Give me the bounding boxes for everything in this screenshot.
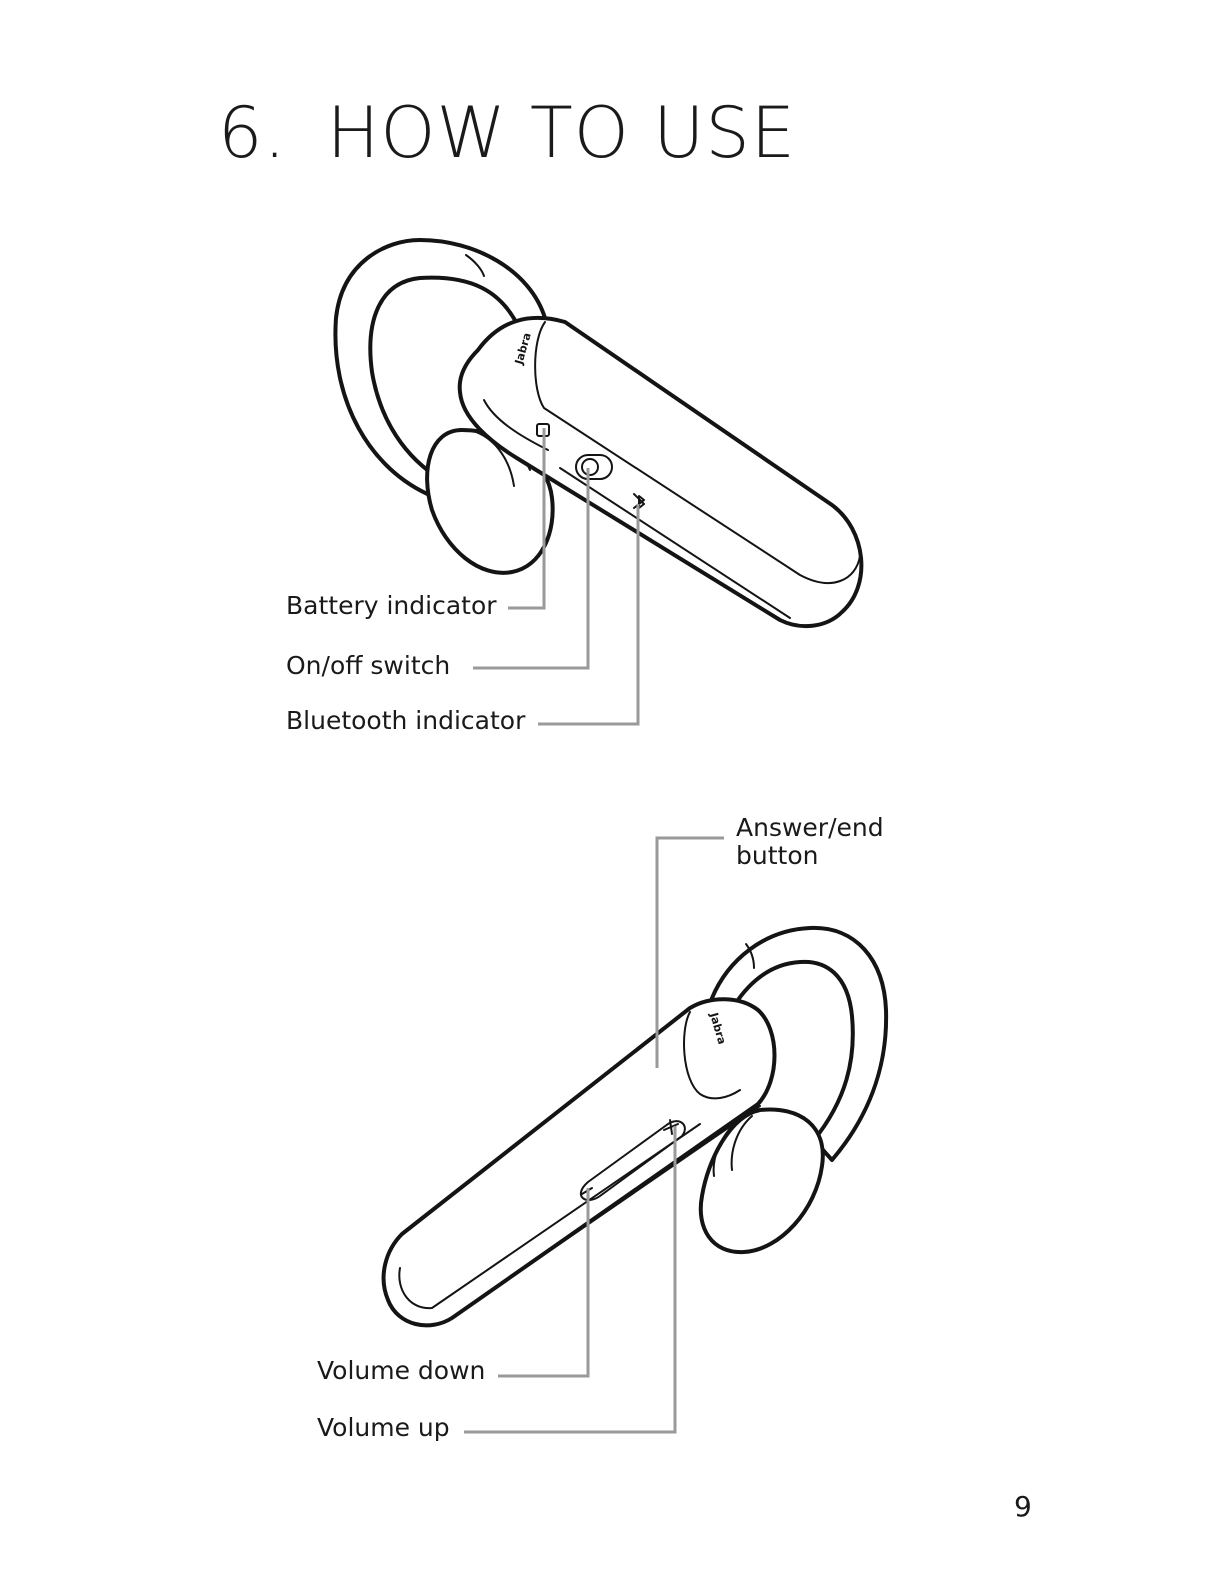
label-answer-end-button: Answer/end button [736,814,956,870]
label-answer-end-line1: Answer/end [736,814,956,842]
page-number: 9 [1014,1490,1032,1523]
label-answer-end-line2: button [736,842,956,870]
label-on-off-switch: On/off switch [286,652,450,680]
headset-bottom-illustration: Jabra [384,838,887,1432]
label-volume-up: Volume up [317,1414,450,1442]
label-volume-down: Volume down [317,1357,485,1385]
label-battery-indicator: Battery indicator [286,592,497,620]
label-bluetooth-indicator: Bluetooth indicator [286,707,525,735]
